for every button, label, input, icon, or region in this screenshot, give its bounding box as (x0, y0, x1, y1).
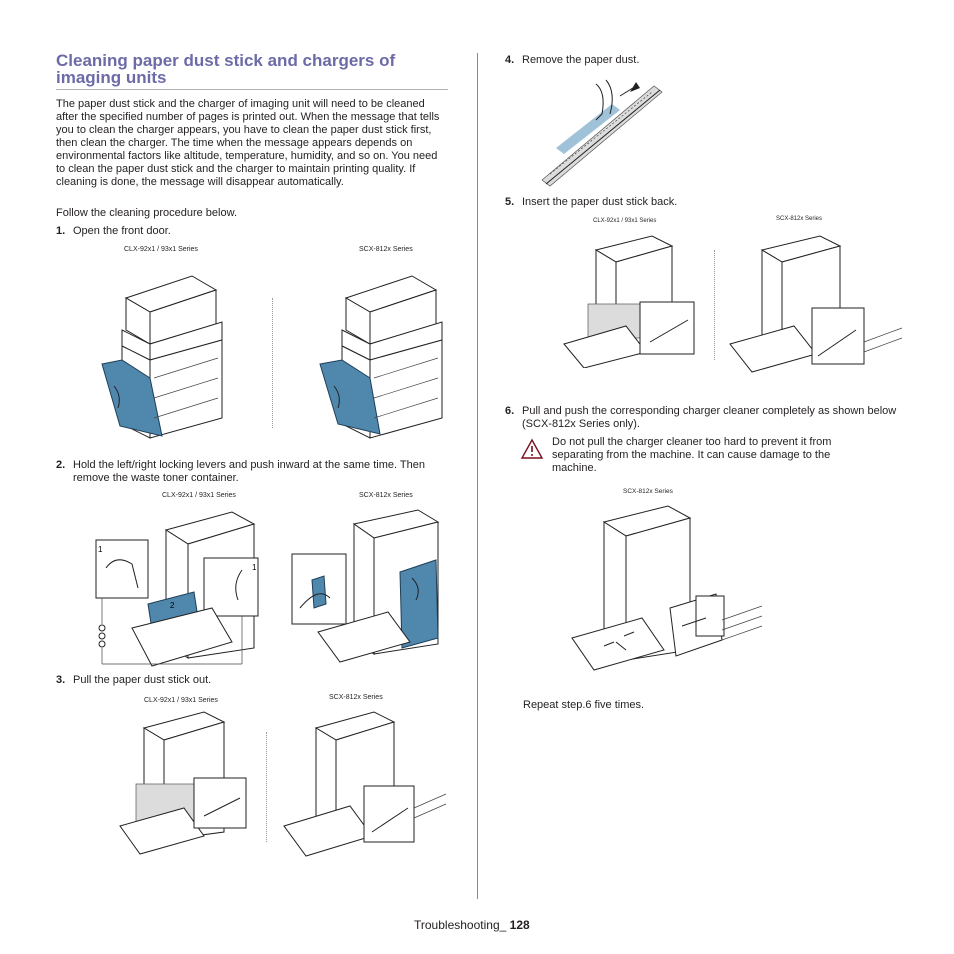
step-2: 2. Hold the left/right locking levers an… (56, 459, 448, 487)
step-6: 6. Pull and push the corresponding charg… (505, 405, 897, 433)
caption-clx: CLX-92x1 / 93x1 Series (144, 697, 218, 704)
caption-scx: SCX-812x Series (623, 488, 673, 495)
callout-1: 1 (98, 545, 103, 554)
repeat-note: Repeat step.6 five times. (523, 699, 645, 711)
caution-icon (520, 438, 544, 459)
figure-separator (714, 250, 715, 360)
caption-clx: CLX-92x1 / 93x1 Series (124, 246, 198, 253)
title-underline (56, 89, 448, 90)
step-text: Open the front door. (73, 225, 171, 237)
step-number: 4. (505, 54, 515, 66)
callout-2: 2 (170, 601, 175, 610)
follow-text: Follow the cleaning procedure below. (56, 207, 238, 219)
step-number: 5. (505, 196, 515, 208)
page-footer: Troubleshooting_ 128 (414, 918, 530, 932)
paper-dust-stick-out-scx (283, 711, 447, 857)
caption-scx: SCX-812x Series (329, 694, 383, 701)
step-5: 5. Insert the paper dust stick back. (505, 196, 897, 210)
paper-dust-removal (541, 79, 663, 187)
callout-1: 1 (252, 563, 257, 572)
waste-toner-removal-clx: 1 1 2 (95, 511, 259, 667)
step-4: 4. Remove the paper dust. (505, 54, 897, 68)
printer-front-door-open-clx (101, 275, 223, 439)
figure-separator (272, 298, 273, 428)
step-number: 3. (56, 674, 66, 686)
caption-scx: SCX-812x Series (359, 246, 413, 253)
page-title: Cleaning paper dust stick and chargers o… (56, 51, 396, 87)
paper-dust-stick-out-clx (119, 711, 247, 855)
step-text: Pull and push the corresponding charger … (522, 405, 897, 430)
step-number: 1. (56, 225, 66, 237)
footer-section: Troubleshooting_ (414, 918, 507, 932)
step-text: Insert the paper dust stick back. (522, 196, 678, 208)
caption-clx: CLX-92x1 / 93x1 Series (593, 218, 657, 224)
step-text: Remove the paper dust. (522, 54, 640, 66)
caption-scx: SCX-812x Series (359, 492, 413, 499)
caption-scx: SCX-812x Series (776, 216, 823, 222)
waste-toner-removal-scx (291, 509, 440, 663)
step-text: Pull the paper dust stick out. (73, 674, 212, 686)
column-divider (477, 53, 478, 899)
step-3: 3. Pull the paper dust stick out. (56, 674, 448, 688)
printer-front-door-open-scx (319, 275, 443, 439)
caution-text: Do not pull the charger cleaner too hard… (552, 436, 832, 474)
intro-paragraph: The paper dust stick and the charger of … (56, 98, 440, 188)
paper-dust-stick-insert-scx (729, 235, 903, 373)
step-1: 1. Open the front door. (56, 225, 448, 239)
charger-cleaner-pull-push-scx (571, 505, 763, 671)
figure-separator (266, 732, 267, 842)
step-text: Hold the left/right locking levers and p… (73, 459, 425, 484)
caption-clx: CLX-92x1 / 93x1 Series (162, 492, 236, 499)
step-number: 6. (505, 405, 515, 417)
page-number: 128 (509, 918, 530, 932)
paper-dust-stick-insert-clx (563, 235, 695, 368)
step-number: 2. (56, 459, 66, 471)
